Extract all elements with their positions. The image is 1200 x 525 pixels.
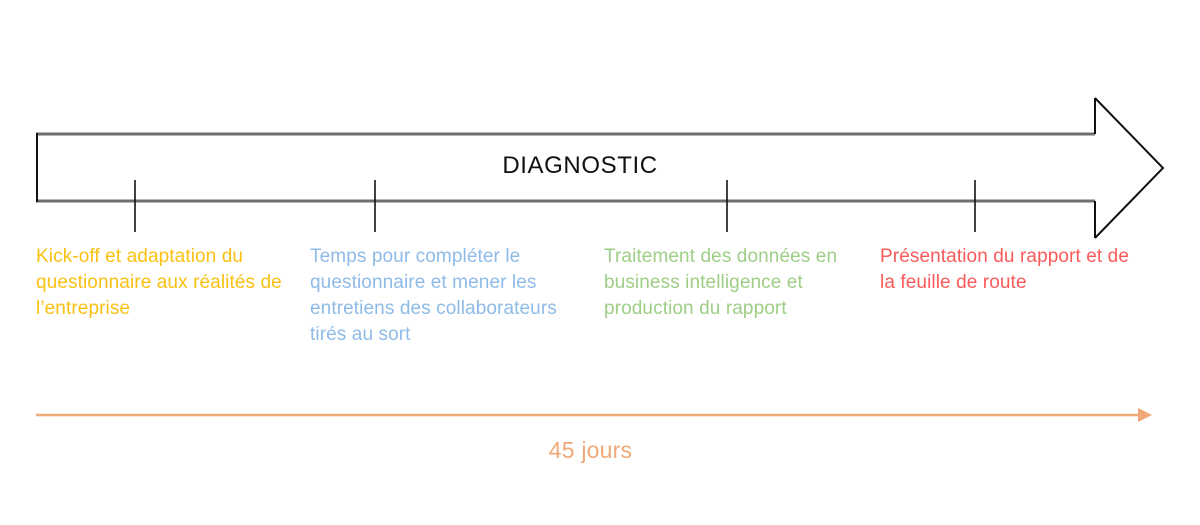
duration-arrow-head-icon <box>1138 408 1152 422</box>
arrow-head-icon <box>1094 97 1165 239</box>
main-arrow <box>36 97 1165 239</box>
phase-label-3: Traitement des données en business intel… <box>604 246 838 319</box>
phase-label-2: Temps pour compléter le questionnaire et… <box>310 246 557 345</box>
duration-arrow <box>36 408 1152 422</box>
duration-caption: 45 jours <box>548 437 633 463</box>
phase-label-1: Kick-off et adaptation du questionnaire … <box>36 246 282 319</box>
phase-label-4: Présentation du rapport et de la feuille… <box>880 246 1130 293</box>
milestone-ticks <box>134 180 976 232</box>
page-title: DIAGNOSTIC <box>502 152 658 179</box>
